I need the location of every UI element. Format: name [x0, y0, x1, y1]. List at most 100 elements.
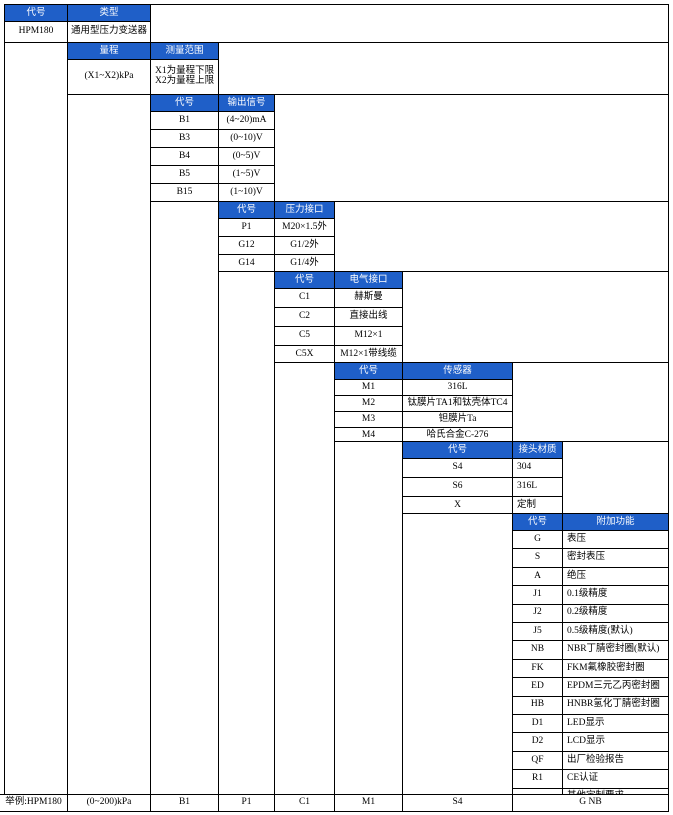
s3-row-value: (0~10)V: [218, 129, 275, 148]
s6-row-code: M3: [334, 411, 403, 428]
conn-code-header: 代号: [218, 201, 275, 219]
blank-cell: [334, 201, 669, 272]
s5-row-value: M12×1: [334, 326, 403, 346]
conn-header: 压力接口: [274, 201, 335, 219]
sensor-code-header: 代号: [334, 362, 403, 380]
s6-row-code: M2: [334, 395, 403, 412]
s8-row-code: R1: [512, 769, 563, 789]
s3-row-code: B15: [150, 183, 219, 202]
blank-cell: [150, 4, 669, 43]
spacer-column: [218, 271, 275, 795]
spacer-column: [402, 513, 513, 795]
s4-row-code: P1: [218, 218, 275, 237]
spacer-column: [150, 201, 219, 795]
mat-header: 接头材质: [512, 441, 563, 459]
blank-cell: [512, 362, 669, 442]
s8-row-code: J2: [512, 603, 563, 623]
s8-row-code: QF: [512, 750, 563, 771]
s3-row-code: B4: [150, 147, 219, 166]
s8-row-code: ED: [512, 677, 563, 697]
s4-row-value: M20×1.5外: [274, 218, 335, 237]
measure-range-note: X1为量程下限 X2为量程上限: [150, 59, 219, 95]
s7-row-value: 316L: [512, 477, 563, 497]
s8-row-value: LED显示: [562, 714, 669, 734]
type-header: 类型: [67, 4, 151, 22]
s6-row-value: 钽膜片Ta: [402, 411, 513, 428]
s8-row-code: D1: [512, 714, 563, 734]
example-material: S4: [402, 794, 513, 812]
s6-row-value: 316L: [402, 379, 513, 396]
example-range: (0~200)kPa: [67, 794, 151, 812]
s8-row-value: 0.1级精度: [562, 585, 669, 605]
s8-row-value: LCD显示: [562, 732, 669, 752]
s8-row-value: 出厂检验报告: [562, 750, 669, 771]
s7-row-value: 304: [512, 458, 563, 478]
s7-row-code: S6: [402, 477, 513, 497]
s8-row-value: HNBR氢化丁腈密封圈: [562, 695, 669, 715]
s8-row-value: 绝压: [562, 566, 669, 587]
s4-row-value: G1/2外: [274, 236, 335, 255]
spacer-column: [274, 362, 335, 795]
s8-row-code: G: [512, 530, 563, 550]
s6-row-code: M1: [334, 379, 403, 396]
s3-row-value: (0~5)V: [218, 147, 275, 166]
func-code-header: 代号: [512, 513, 563, 531]
spacer-column: [334, 441, 403, 795]
blank-cell: [562, 441, 669, 514]
s8-row-value: NBR丁腈密封圈(默认): [562, 640, 669, 660]
range-lower-note: X1为量程下限: [155, 66, 215, 77]
signal-code-header: 代号: [150, 94, 219, 112]
s5-row-code: C1: [274, 288, 335, 308]
s8-row-value: CE认证: [562, 769, 669, 789]
model-type: 通用型压力变送器: [67, 21, 151, 43]
example-electrical: C1: [274, 794, 335, 812]
s5-row-value: 赫斯曼: [334, 288, 403, 308]
range-upper-note: X2为量程上限: [155, 76, 215, 86]
s3-row-code: B3: [150, 129, 219, 148]
measure-range-header: 测量范围: [150, 42, 219, 60]
func-header: 附加功能: [562, 513, 669, 531]
s7-row-code: S4: [402, 458, 513, 478]
s8-row-code: NB: [512, 640, 563, 660]
s8-row-code: J5: [512, 622, 563, 642]
left-spacer-column: [4, 42, 68, 795]
signal-header: 输出信号: [218, 94, 275, 112]
s5-row-code: C5: [274, 326, 335, 346]
s8-row-value: 0.5级精度(默认): [562, 622, 669, 642]
s3-row-code: B1: [150, 111, 219, 130]
s3-row-code: B5: [150, 165, 219, 184]
s8-row-code: HB: [512, 695, 563, 715]
s8-row-code: D2: [512, 732, 563, 752]
example-sensor: M1: [334, 794, 403, 812]
s8-row-value: 密封表压: [562, 548, 669, 568]
s4-row-code: G12: [218, 236, 275, 255]
s8-row-value: 表压: [562, 530, 669, 550]
range-header: 量程: [67, 42, 151, 60]
example-signal: B1: [150, 794, 219, 812]
example-model: 举例:HPM180: [0, 794, 68, 812]
elec-header: 电气接口: [334, 271, 403, 289]
elec-code-header: 代号: [274, 271, 335, 289]
example-function: G NB: [512, 794, 669, 812]
blank-cell: [274, 94, 669, 202]
s8-row-value: EPDM三元乙丙密封圈: [562, 677, 669, 697]
example-connection: P1: [218, 794, 275, 812]
range-value: (X1~X2)kPa: [67, 59, 151, 95]
s5-row-value: 直接出线: [334, 307, 403, 327]
model-code: HPM180: [4, 21, 68, 43]
s8-row-code: S: [512, 548, 563, 568]
s6-row-value: 钛膜片TA1和钛壳体TC4: [402, 395, 513, 412]
s8-row-code: J1: [512, 585, 563, 605]
s5-row-code: C2: [274, 307, 335, 327]
s3-row-value: (4~20)mA: [218, 111, 275, 130]
s8-row-value: FKM氟橡胶密封圈: [562, 658, 669, 679]
s3-row-value: (1~5)V: [218, 165, 275, 184]
blank-cell: [402, 271, 669, 363]
s3-row-value: (1~10)V: [218, 183, 275, 202]
s8-row-code: FK: [512, 658, 563, 679]
s8-row-code: A: [512, 566, 563, 587]
s8-row-value: 0.2级精度: [562, 603, 669, 623]
sensor-header: 传感器: [402, 362, 513, 380]
mat-code-header: 代号: [402, 441, 513, 459]
